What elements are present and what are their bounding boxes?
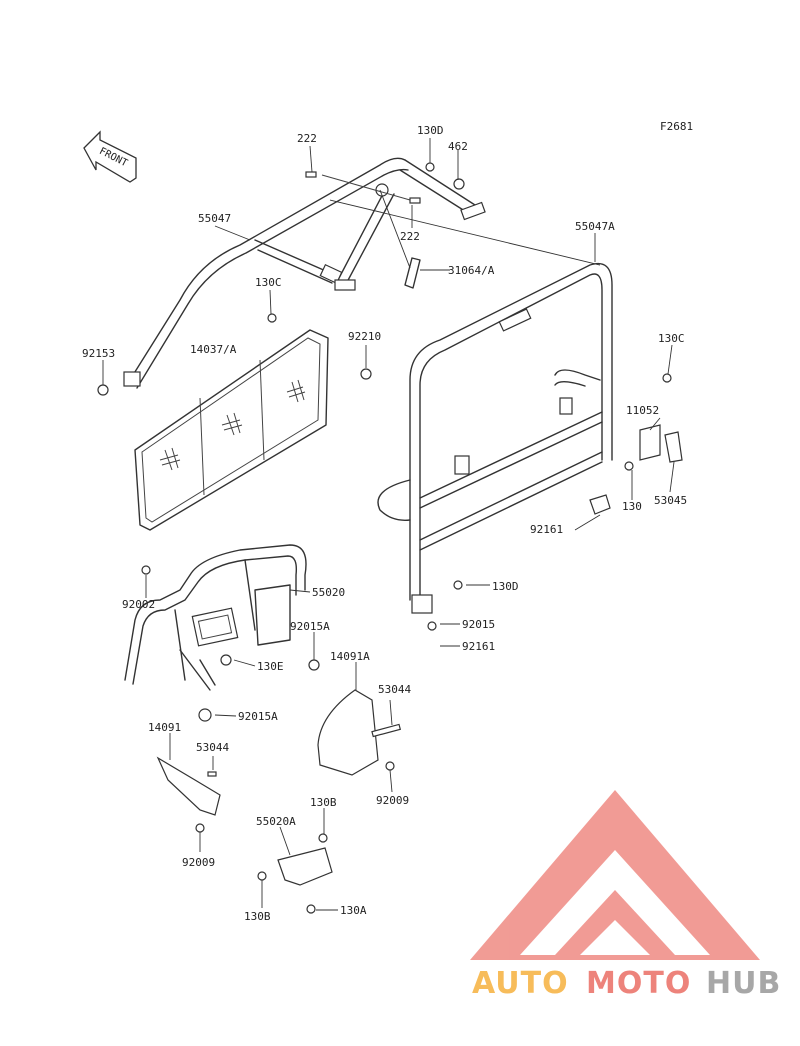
label-92009-b: 92009 bbox=[182, 856, 215, 869]
label-92015A-b: 92015A bbox=[238, 710, 278, 723]
watermark-moto: MOTO bbox=[586, 966, 691, 1001]
label-55047: 55047 bbox=[198, 212, 231, 225]
label-130: 130 bbox=[622, 500, 642, 513]
window-net-14037a bbox=[134, 329, 329, 531]
watermark-wordmark: AUTO MOTO HUB bbox=[472, 966, 781, 1001]
label-462: 462 bbox=[448, 140, 468, 153]
label-92153: 92153 bbox=[82, 347, 115, 360]
leader-lines bbox=[102, 138, 675, 911]
label-92002: 92002 bbox=[122, 598, 155, 611]
label-11052: 11052 bbox=[626, 404, 659, 417]
latch-53045 bbox=[664, 431, 683, 463]
label-130D-a: 130D bbox=[417, 124, 444, 137]
watermark-hub: HUB bbox=[706, 966, 781, 1001]
label-53044-b: 53044 bbox=[196, 741, 229, 754]
label-130E: 130E bbox=[257, 660, 284, 673]
label-92161-b: 92161 bbox=[462, 640, 495, 653]
label-222-b: 222 bbox=[400, 230, 420, 243]
label-53044-a: 53044 bbox=[378, 683, 411, 696]
label-130D-b: 130D bbox=[492, 580, 519, 593]
label-14091: 14091 bbox=[148, 721, 181, 734]
guard-14091a bbox=[317, 689, 379, 776]
watermark-auto: AUTO bbox=[472, 966, 569, 1001]
label-130C-b: 130C bbox=[658, 332, 685, 345]
skid-plate-55020a bbox=[277, 847, 333, 886]
roll-bar-55047 bbox=[123, 157, 486, 389]
label-14091A: 14091A bbox=[330, 650, 370, 663]
label-222-a: 222 bbox=[297, 132, 317, 145]
front-arrow-icon: FRONT bbox=[83, 130, 137, 183]
label-130B-a: 130B bbox=[310, 796, 337, 809]
roll-bar-55047a bbox=[377, 262, 613, 614]
label-92009-a: 92009 bbox=[376, 794, 409, 807]
label-55020A: 55020A bbox=[256, 815, 296, 828]
label-92210: 92210 bbox=[348, 330, 381, 343]
label-55020: 55020 bbox=[312, 586, 345, 599]
label-130A: 130A bbox=[340, 904, 367, 917]
label-92161-a: 92161 bbox=[530, 523, 563, 536]
label-53045: 53045 bbox=[654, 494, 687, 507]
label-130B-b: 130B bbox=[244, 910, 271, 923]
label-14037A: 14037/A bbox=[190, 343, 237, 356]
label-130C-a: 130C bbox=[255, 276, 282, 289]
bracket-31064a bbox=[404, 257, 421, 289]
front-guard-55020 bbox=[124, 544, 307, 691]
label-92015A-a: 92015A bbox=[290, 620, 330, 633]
label-55047A: 55047A bbox=[575, 220, 615, 233]
part-labels: 222 130D 462 55047 222 55047A 31064/A 13… bbox=[82, 124, 687, 923]
label-92015: 92015 bbox=[462, 618, 495, 631]
guard-14091 bbox=[156, 756, 221, 816]
label-31064A: 31064/A bbox=[448, 264, 495, 277]
watermark-logo bbox=[470, 790, 760, 960]
bracket-11052 bbox=[639, 424, 661, 461]
figure-code: F2681 bbox=[660, 120, 693, 133]
